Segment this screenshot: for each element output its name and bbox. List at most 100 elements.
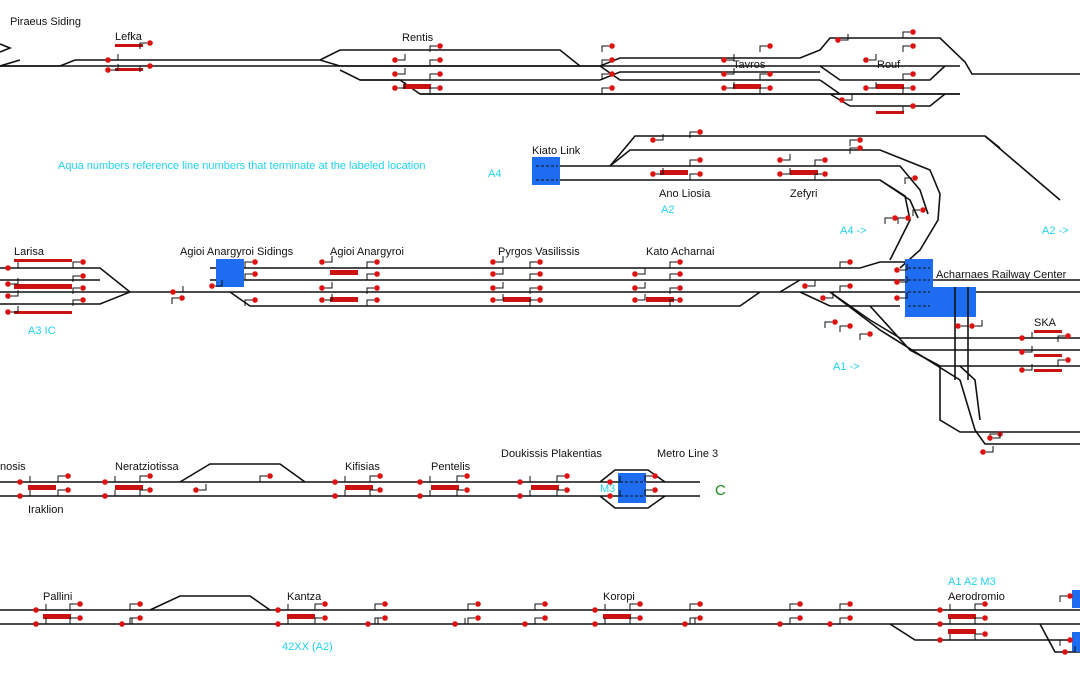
signal-post (374, 617, 382, 624)
signal-post (904, 177, 912, 184)
signal-post (900, 276, 908, 283)
signal-light (777, 621, 783, 627)
signal-post (601, 87, 609, 94)
signal-light (797, 601, 803, 607)
signal-light (80, 259, 86, 265)
signal-light (609, 71, 615, 77)
signal-post (841, 34, 849, 41)
signal-light (839, 97, 845, 103)
signal-light (637, 615, 643, 621)
signal-post (1025, 346, 1033, 353)
signal-post (688, 618, 696, 625)
label-ano-liosia: Ano Liosia (659, 188, 711, 200)
label-doukissis: Doukissis Plakentias (501, 448, 602, 460)
signal-post (869, 54, 877, 61)
label-lefka: Lefka (115, 31, 143, 43)
signal-light (147, 40, 153, 46)
signal-light (797, 615, 803, 621)
signal-post (601, 73, 609, 80)
signal-light (650, 171, 656, 177)
signal-post (215, 280, 223, 287)
signal-light (332, 493, 338, 499)
signal-light (542, 601, 548, 607)
signal-post (1068, 646, 1076, 653)
signal-post (108, 490, 116, 497)
signal-light (982, 601, 988, 607)
signal-post (139, 42, 147, 49)
signal-light (102, 493, 108, 499)
signal-post (429, 73, 437, 80)
aqua-a1-arrow: A1 -> (833, 361, 860, 373)
aqua-a2-ano: A2 (661, 204, 674, 216)
signal-light (332, 479, 338, 485)
signal-light (517, 479, 523, 485)
signal-light (374, 271, 380, 277)
signal-light (105, 57, 111, 63)
signal-post (398, 82, 406, 89)
signal-light (987, 435, 993, 441)
signal-light (632, 271, 638, 277)
signal-light (637, 601, 643, 607)
signal-light (392, 85, 398, 91)
signal-light (827, 621, 833, 627)
label-zefyri: Zefyri (790, 188, 818, 200)
signal-post (669, 273, 677, 280)
signal-light (677, 297, 683, 303)
signal-post (467, 603, 475, 610)
signal-post (839, 603, 847, 610)
label-tavros: Tavros (733, 59, 766, 71)
signal-light (490, 259, 496, 265)
signal-post (366, 261, 374, 268)
signal-post (398, 68, 406, 75)
signal-light (905, 215, 911, 221)
track-lines (0, 37, 1080, 653)
signal-light (767, 43, 773, 49)
signal-post (849, 139, 857, 146)
signal-post (669, 287, 677, 294)
signal-post (171, 297, 179, 304)
signal-light (275, 621, 281, 627)
signal-post (900, 292, 908, 299)
signal-light (5, 293, 11, 299)
label-iraklion: Iraklion (28, 504, 63, 516)
signal-light (1065, 333, 1071, 339)
signal-post (839, 325, 847, 332)
signal-light (252, 297, 258, 303)
aqua-aerodromio-lines: A1 A2 M3 (948, 576, 996, 588)
signal-light (33, 621, 39, 627)
label-agioi-anargyroi: Agioi Anargyroi (330, 246, 404, 258)
signal-post (69, 617, 77, 624)
signal-light (77, 601, 83, 607)
signal-light (677, 285, 683, 291)
signal-post (458, 618, 466, 625)
signal-post (529, 287, 537, 294)
signal-post (859, 333, 867, 340)
signal-post (139, 65, 147, 72)
signal-post (325, 294, 333, 301)
signal-post (689, 173, 697, 180)
signal-light (475, 615, 481, 621)
signal-light (267, 473, 273, 479)
signal-post (366, 273, 374, 280)
signal-light (822, 171, 828, 177)
signal-post (601, 59, 609, 66)
signal-light (910, 43, 916, 49)
signal-post (824, 321, 832, 328)
signal-light (697, 171, 703, 177)
signal-light (697, 601, 703, 607)
signal-post (849, 147, 857, 154)
signal-post (638, 268, 646, 275)
signal-light (937, 637, 943, 643)
signal-post (125, 618, 133, 625)
signal-post (839, 285, 847, 292)
signal-post (1059, 639, 1067, 646)
signal-light (252, 271, 258, 277)
signal-post (975, 320, 983, 327)
signal-post (244, 299, 252, 306)
signal-post (689, 617, 697, 624)
signal-light (857, 137, 863, 143)
signals (5, 29, 1076, 655)
signal-light (857, 145, 863, 151)
signal-post (72, 275, 80, 282)
